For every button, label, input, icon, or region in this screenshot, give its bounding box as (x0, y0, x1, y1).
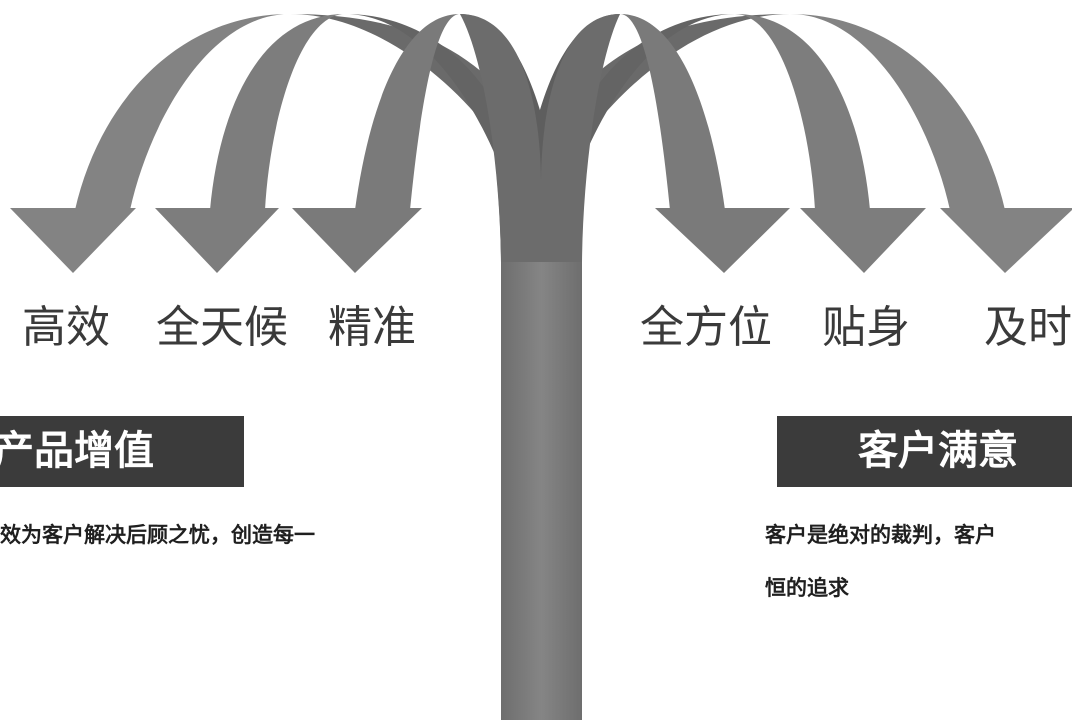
central-ribbon (460, 14, 620, 262)
right-heading-text: 客户满意 (858, 428, 1018, 474)
keyword-jishi: 及时 (984, 302, 1072, 353)
keyword-gaoxiao: 高效 (22, 302, 110, 353)
keyword-quantianhou: 全天候 (156, 302, 288, 353)
left-heading-text: 产品增值 (0, 428, 154, 474)
keyword-jingzhun: 精准 (328, 302, 416, 353)
right-description-line2: 恒的追求 (765, 576, 849, 600)
right-description-line1: 客户是绝对的裁判，客户 (765, 523, 996, 547)
left-heading-bar: 产品增值 (0, 416, 244, 487)
keyword-quanfangwei: 全方位 (640, 302, 772, 353)
right-heading-bar: 客户满意 (777, 416, 1072, 487)
left-description: 效为客户解决后顾之忧，创造每一 (0, 523, 315, 547)
central-trunk (501, 262, 582, 720)
keyword-tieshen: 贴身 (822, 302, 910, 353)
